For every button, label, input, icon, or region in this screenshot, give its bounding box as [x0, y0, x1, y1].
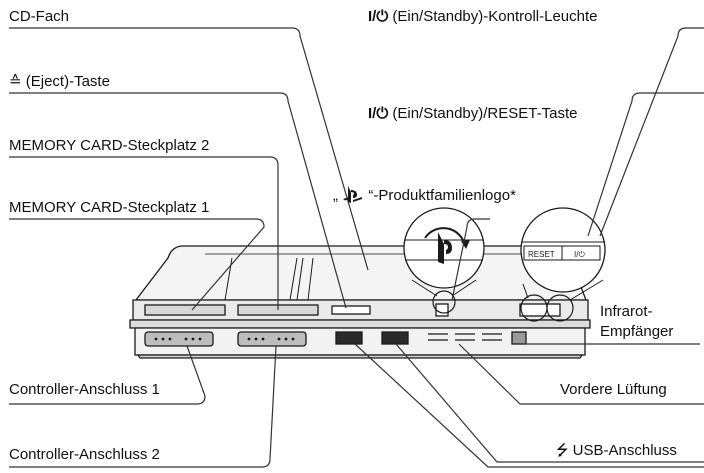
- leader-lines: [9, 27, 704, 468]
- reset-inset: RESET I/⏻: [520, 207, 606, 322]
- playstation-logo-icon: [343, 186, 363, 203]
- label-power-reset-text: (Ein/Standby)/RESET-Taste: [392, 105, 578, 122]
- label-power-reset: I/⏻ (Ein/Standby)/RESET-Taste: [368, 105, 577, 123]
- label-infrared-line2: Empfänger: [600, 323, 674, 340]
- label-usb: ⭍ USB-Anschluss: [556, 442, 677, 460]
- label-logo-text: “-Produktfamilienlogo*: [368, 187, 516, 204]
- label-infrared: Infrarot- Empfänger: [600, 303, 673, 341]
- logo-inset: [403, 207, 485, 314]
- label-controller-2: Controller-Anschluss 2: [9, 446, 160, 463]
- power-symbol-icon: I/⏻: [368, 8, 389, 25]
- label-eject: ≙ (Eject)-Taste: [9, 73, 110, 91]
- rotate-arrow-icon: [424, 227, 466, 247]
- usb-icon: ⭍: [556, 442, 569, 459]
- inset-reset-text: RESET: [528, 250, 555, 259]
- label-logo: „ “-Produktfamilienlogo*: [333, 185, 516, 205]
- label-memory-card-slot-2: MEMORY CARD-Steckplatz 2: [9, 137, 210, 154]
- label-cd-fach: CD-Fach: [9, 8, 70, 25]
- inset-power-text: I/⏻: [574, 250, 585, 259]
- label-usb-text: USB-Anschluss: [572, 442, 677, 459]
- power-symbol-icon: I/⏻: [368, 105, 389, 122]
- eject-icon: ≙: [9, 73, 22, 90]
- playstation-logo-icon: [438, 232, 452, 264]
- label-power-led-text: (Ein/Standby)-Kontroll-Leuchte: [392, 8, 598, 25]
- controller-port-pins: [154, 337, 295, 341]
- label-infrared-line1: Infrarot-: [600, 303, 653, 320]
- label-memory-card-slot-1: MEMORY CARD-Steckplatz 1: [9, 199, 210, 216]
- label-controller-1: Controller-Anschluss 1: [9, 381, 160, 398]
- label-eject-text: (Eject)-Taste: [25, 73, 110, 90]
- label-power-led: I/⏻ (Ein/Standby)-Kontroll-Leuchte: [368, 8, 597, 26]
- label-vent: Vordere Lüftung: [560, 381, 667, 398]
- label-logo-prefix: „: [333, 187, 338, 204]
